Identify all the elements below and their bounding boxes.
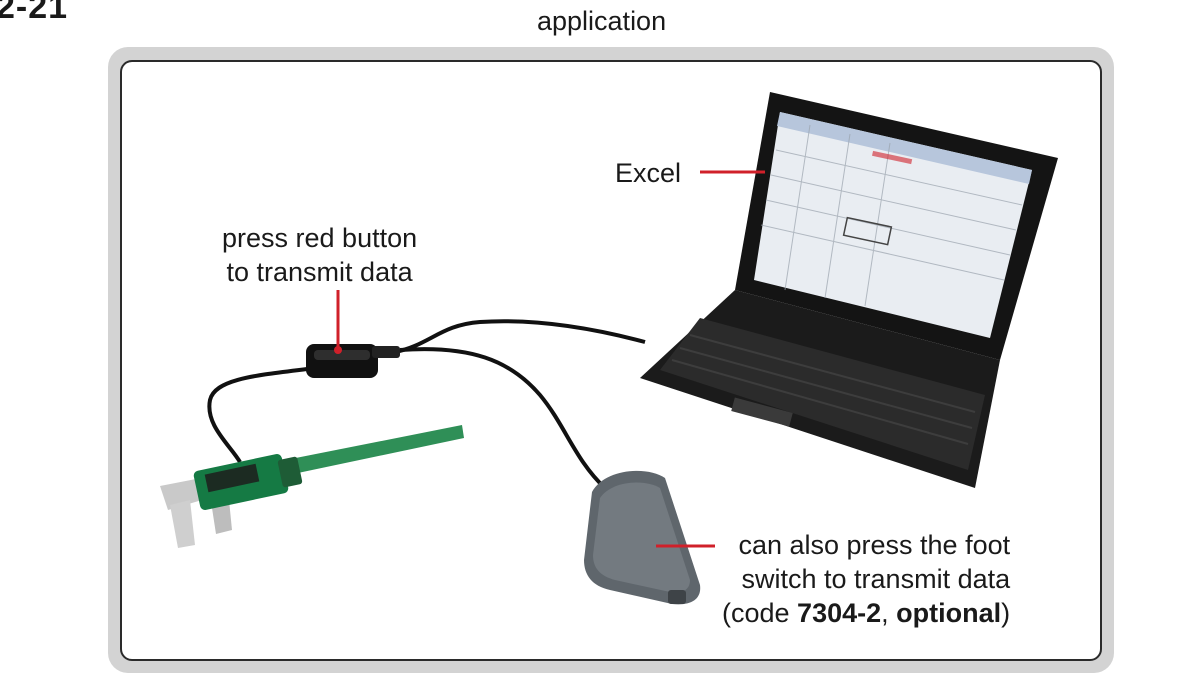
foot-switch-label-line3: (code 7304-2, optional): [722, 596, 1010, 630]
code-suffix: ): [1001, 598, 1011, 628]
foot-switch-label-line2: switch to transmit data: [741, 564, 1011, 594]
laptop-icon: [640, 92, 1058, 488]
product-code: 7304-2: [797, 598, 882, 628]
usb-interface-module: [306, 344, 400, 378]
code-separator: ,: [881, 598, 897, 628]
foot-switch-cable: [399, 347, 607, 490]
page-number: 2-21: [0, 0, 69, 26]
red-button-label-line2: to transmit data: [226, 257, 413, 287]
digital-caliper-icon: [160, 425, 464, 548]
excel-label: Excel: [615, 158, 682, 188]
code-prefix: (code: [722, 598, 798, 628]
usb-cable: [394, 319, 646, 354]
red-button-label: press red button to transmit data: [222, 221, 417, 289]
foot-switch-label: can also press the foot switch to transm…: [722, 528, 1010, 630]
caliper-cable: [207, 366, 316, 464]
optional-note: optional: [896, 598, 1002, 628]
foot-switch-label-line1: can also press the foot: [738, 530, 1011, 560]
foot-switch-icon: [584, 470, 701, 605]
red-button-label-line1: press red button: [222, 223, 418, 253]
figure-caption: application: [537, 6, 667, 36]
